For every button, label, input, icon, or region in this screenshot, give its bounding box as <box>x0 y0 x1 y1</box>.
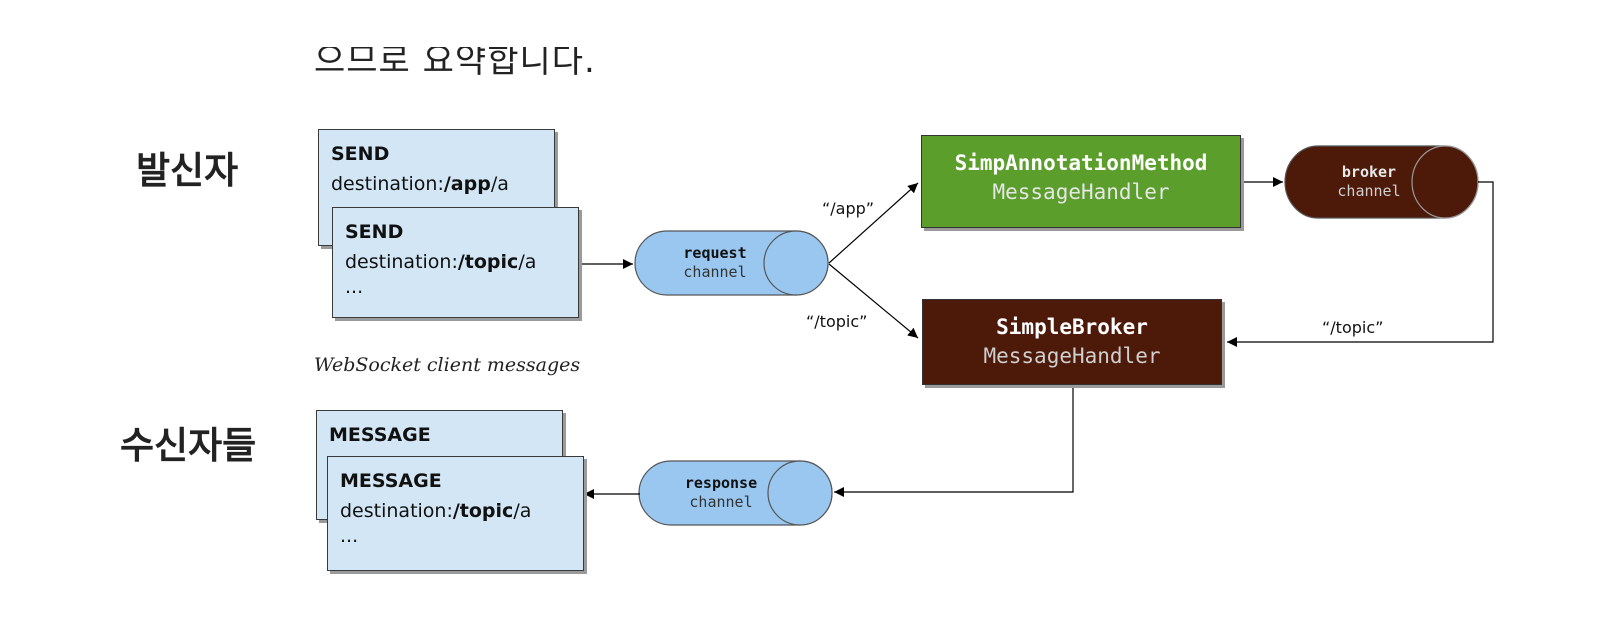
arrow-simplebroker-to-response <box>834 387 1074 497</box>
edge-label-app: “/app” <box>822 199 875 218</box>
request-channel <box>634 230 829 296</box>
message-type: SEND <box>331 143 390 165</box>
message-ellipsis: ... <box>345 276 364 298</box>
message-ellipsis: ... <box>340 525 359 547</box>
arrow-request-to-simplebroker <box>828 263 919 339</box>
message-type: SEND <box>345 221 404 243</box>
broker-channel-label: broker channel <box>1337 163 1401 200</box>
arrow-broker-to-simplebroker <box>1227 181 1494 347</box>
response-channel <box>638 460 833 526</box>
response-channel-label: response channel <box>684 474 758 511</box>
edge-label-topic: “/topic” <box>806 312 868 331</box>
message-destination: destination:/topic/a <box>345 251 537 273</box>
simple-broker-handler: SimpleBroker MessageHandler <box>922 299 1222 385</box>
message-destination: destination:/topic/a <box>340 500 532 522</box>
arrow-request-to-annotation <box>828 182 919 264</box>
annotation-method-handler: SimpAnnotationMethod MessageHandler <box>921 135 1241 228</box>
request-channel-label: request channel <box>683 244 747 281</box>
message-destination: destination:/app/a <box>331 173 509 195</box>
send-message-card: SEND destination:/topic/a ... <box>332 207 579 318</box>
received-message-card: MESSAGE destination:/topic/a ... <box>327 456 584 571</box>
message-type: MESSAGE <box>340 470 442 492</box>
diagram-caption: WebSocket client messages <box>314 354 581 376</box>
edge-label-topic: “/topic” <box>1322 318 1384 337</box>
senders-label: 발신자 <box>136 149 239 192</box>
message-type: MESSAGE <box>329 424 431 446</box>
receivers-label: 수신자들 <box>120 424 257 467</box>
cut-off-text: 으므로 요약합니다. <box>314 47 596 77</box>
broker-channel <box>1284 145 1479 219</box>
